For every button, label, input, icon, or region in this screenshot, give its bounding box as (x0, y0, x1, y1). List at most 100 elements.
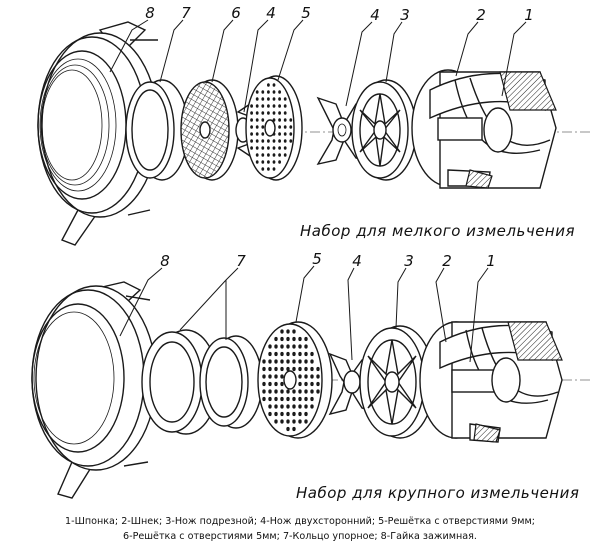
grate-hole (261, 125, 265, 129)
grate-hole (292, 329, 296, 334)
part-3-cutting-knife-bottom (359, 325, 435, 439)
grate-hole (261, 97, 265, 101)
grate-hole (272, 104, 276, 108)
grate-hole (255, 125, 259, 129)
grate-hole (278, 139, 281, 143)
grate-hole (261, 104, 265, 108)
grate-hole (289, 118, 293, 122)
grate-hole (278, 132, 281, 136)
grate-hole (261, 153, 265, 157)
grate-hole (304, 381, 308, 387)
grate-hole (310, 389, 314, 394)
grate-hole (298, 419, 302, 424)
grate-hole (267, 139, 270, 143)
grate-hole (278, 153, 281, 157)
grate-hole (292, 336, 296, 342)
label-bottom-4: 4 (352, 252, 362, 270)
grate-hole (268, 344, 272, 349)
grate-hole (278, 90, 281, 94)
grate-hole (316, 366, 320, 372)
grate-holes-bottom (262, 329, 320, 432)
grate-hole (272, 83, 276, 87)
grate-hole (286, 366, 290, 372)
grate-hole (280, 366, 284, 372)
grate-hole (280, 411, 284, 417)
grate-hole (280, 419, 284, 424)
grate-hole (280, 381, 284, 387)
label-top-4a: 4 (266, 4, 276, 22)
grate-hole (278, 104, 281, 108)
grate-hole (283, 153, 287, 157)
grate-hole (310, 396, 314, 402)
leader-lines (109, 19, 527, 363)
grate-hole (292, 389, 296, 394)
grate-hole (261, 167, 265, 171)
grate-hole (267, 160, 270, 164)
grate-hole (272, 153, 276, 157)
part-number-labels-bottom: 8 7 5 4 3 2 1 (160, 250, 496, 270)
grate-hole (292, 426, 296, 432)
grate-hole (316, 381, 320, 387)
legend-line-2: 6-Решётка с отверстиями 5мм; 7-Кольцо уп… (123, 531, 477, 542)
grate-hole (278, 125, 281, 129)
part-7-stop-rings-bottom (141, 329, 263, 435)
grate-hole (298, 344, 302, 349)
grate-hole (261, 160, 265, 164)
grate-hole (274, 359, 278, 364)
grate-hole (267, 104, 270, 108)
grate-hole (280, 396, 284, 402)
grate-hole (304, 411, 308, 417)
grate-hole (298, 359, 302, 364)
grate-hole (310, 381, 314, 387)
grate-hole (274, 396, 278, 402)
grate-hole (261, 118, 265, 122)
grate-hole (272, 97, 276, 101)
grate-hole (250, 111, 254, 115)
part-5-grate-9mm-bottom (257, 321, 333, 439)
grate-hole (267, 83, 270, 87)
grate-hole (298, 389, 302, 394)
grate-hole (274, 366, 278, 372)
grate-hole (255, 153, 259, 157)
label-bottom-7: 7 (236, 252, 246, 270)
grate-hole (274, 389, 278, 394)
grate-hole (292, 366, 296, 372)
grate-hole (274, 344, 278, 349)
grate-hole (262, 396, 266, 402)
grate-hole (280, 389, 284, 394)
grate-hole (261, 146, 265, 150)
label-top-2: 2 (476, 6, 486, 24)
grate-hole (278, 160, 281, 164)
grate-hole (261, 139, 265, 143)
label-top-6: 6 (231, 4, 241, 22)
grate-hole (304, 344, 308, 349)
grate-hole (267, 167, 270, 171)
grate-hole (280, 359, 284, 364)
part-8-clamping-nut-bottom (31, 281, 157, 499)
grate-hole (292, 351, 296, 357)
grate-hole (283, 146, 287, 150)
grate-hole (262, 359, 266, 364)
grate-hole (262, 381, 266, 387)
grate-hole (272, 139, 276, 143)
grate-hole (310, 359, 314, 364)
grate-hole (255, 111, 259, 115)
grate-hole (262, 366, 266, 372)
grate-hole (286, 329, 290, 334)
grate-hole (255, 118, 259, 122)
grate-hole (267, 90, 270, 94)
grate-hole (274, 374, 278, 379)
grate-hole (292, 411, 296, 417)
grate-hole (280, 344, 284, 349)
caption-coarse-grinding: Набор для крупного измельчения (296, 484, 579, 502)
grate-hole (255, 146, 259, 150)
grate-hole (267, 153, 270, 157)
grate-hole (298, 381, 302, 387)
grate-hole (286, 359, 290, 364)
grate-hole (283, 104, 287, 108)
grate-hole (280, 329, 284, 334)
grate-hole (298, 404, 302, 409)
grate-hole (292, 359, 296, 364)
caption-fine-grinding: Набор для мелкого измельчения (300, 222, 575, 240)
grate-hole (274, 351, 278, 357)
